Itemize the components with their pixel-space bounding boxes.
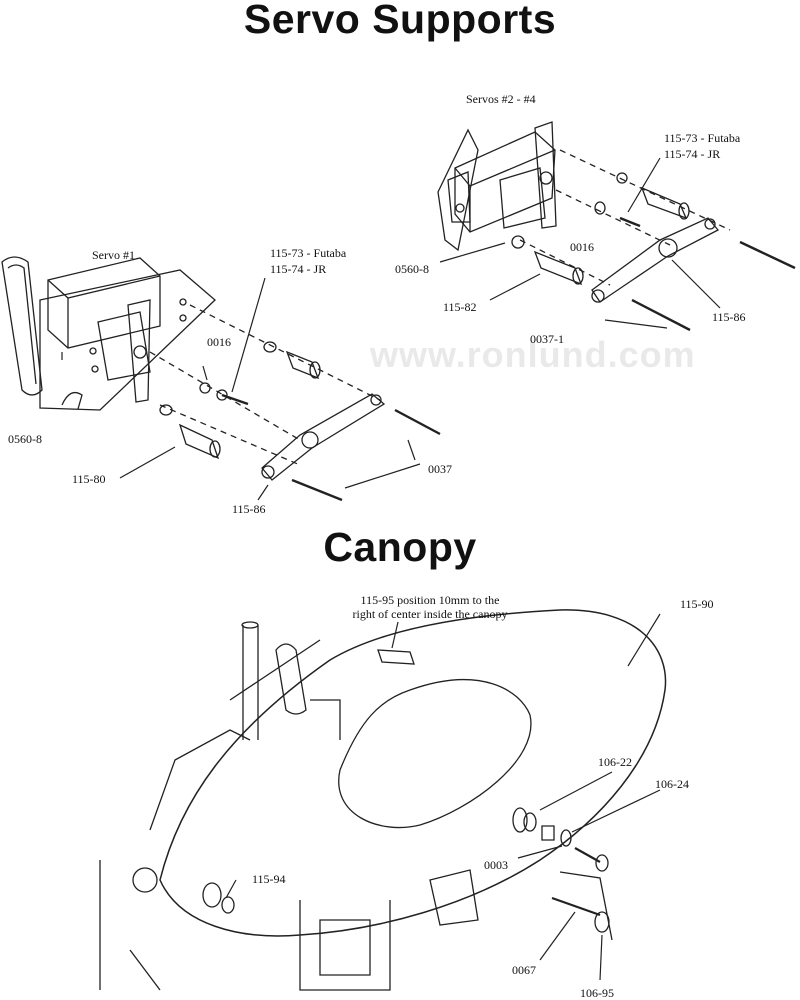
- canopy-part-washer: 0003: [484, 858, 508, 872]
- servo-2-4-part-arm: 115-86: [712, 310, 746, 324]
- servo-2-4-drawing: [437, 121, 796, 332]
- servo-1-part-arm: 115-86: [232, 502, 266, 516]
- servo-1-drawing: [1, 256, 441, 502]
- canopy-part-grommet: 106-22: [598, 755, 632, 769]
- canopy-note-line-1: 115-95 position 10mm to the: [360, 593, 500, 607]
- servo-1-part-futaba: 115-73 - Futaba: [270, 246, 347, 260]
- canopy-part-canopy: 115-90: [680, 597, 714, 611]
- servo-1-part-jr: 115-74 - JR: [270, 262, 327, 276]
- servo-2-4-part-futaba: 115-73 - Futaba: [664, 131, 741, 145]
- servo-1-part-standoff: 115-80: [72, 472, 106, 486]
- canopy-part-screw: 0067: [512, 963, 536, 977]
- servo-2-4-part-washer: 0016: [570, 240, 594, 254]
- servo-1-part-bushing: 0560-8: [8, 432, 42, 446]
- canopy-part-spacer: 106-24: [655, 777, 689, 791]
- servo-2-4-part-standoff: 115-82: [443, 300, 477, 314]
- title-servo-supports: Servo Supports: [243, 0, 557, 42]
- leader-lines: [61, 157, 721, 981]
- canopy-part-knob: 106-95: [580, 986, 614, 1000]
- servo-1-part-screw: 0037: [428, 462, 452, 476]
- servo-2-4-part-jr: 115-74 - JR: [664, 147, 721, 161]
- canopy-note: 115-95 position 10mm to the right of cen…: [330, 593, 530, 621]
- servo-1-label: Servo #1: [92, 248, 135, 262]
- servo-2-4-part-bushing: 0560-8: [395, 262, 429, 276]
- canopy-note-line-2: right of center inside the canopy: [352, 607, 508, 621]
- canopy-part-front-mount: 115-94: [252, 872, 286, 886]
- canopy-drawing: [99, 609, 667, 991]
- servo-2-4-part-screw: 0037-1: [530, 332, 564, 346]
- servo-1-part-washer: 0016: [207, 335, 231, 349]
- watermark: www.ronlund.com: [370, 334, 696, 375]
- title-canopy: Canopy: [323, 524, 477, 570]
- servo-2-4-label: Servos #2 - #4: [466, 92, 536, 106]
